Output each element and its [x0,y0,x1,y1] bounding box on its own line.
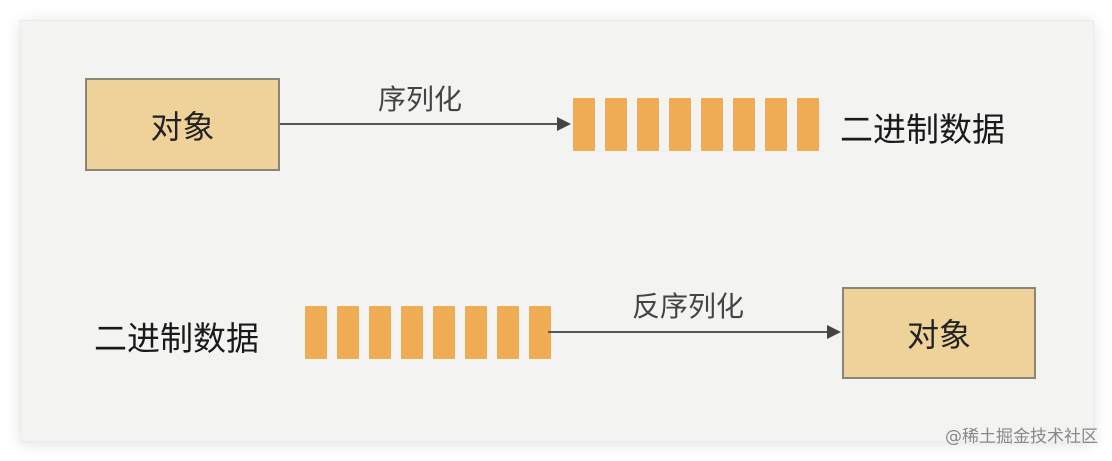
binary-bar [433,306,455,359]
deserialize-arrow [548,331,828,333]
binary-bar [497,306,519,359]
binary-bar [605,98,627,151]
binary-data-label-input: 二进制数据 [94,319,259,358]
binary-bar [465,306,487,359]
binary-bar [797,98,819,151]
binary-bar [669,98,691,151]
deserialize-label: 反序列化 [632,290,745,323]
object-box-target: 对象 [842,287,1036,379]
arrow-head-icon [827,325,841,339]
binary-bar [701,98,723,151]
binary-bar [337,306,359,359]
binary-bar [401,306,423,359]
binary-bar [305,306,327,359]
binary-bar [369,306,391,359]
binary-bar [733,98,755,151]
binary-bar [765,98,787,151]
serialize-arrow [280,123,558,125]
binary-bars-output [573,98,819,151]
object-label: 对象 [150,107,215,146]
serialize-label: 序列化 [378,83,463,116]
binary-bar [573,98,595,151]
arrow-head-icon [557,117,571,131]
object-label: 对象 [906,316,971,354]
binary-bar [529,306,551,359]
watermark: @稀土掘金技术社区 [945,427,1098,447]
binary-bar [637,98,659,151]
binary-bars-input [305,306,551,359]
binary-data-label-output: 二进制数据 [840,110,1005,149]
object-box-source: 对象 [85,78,280,171]
